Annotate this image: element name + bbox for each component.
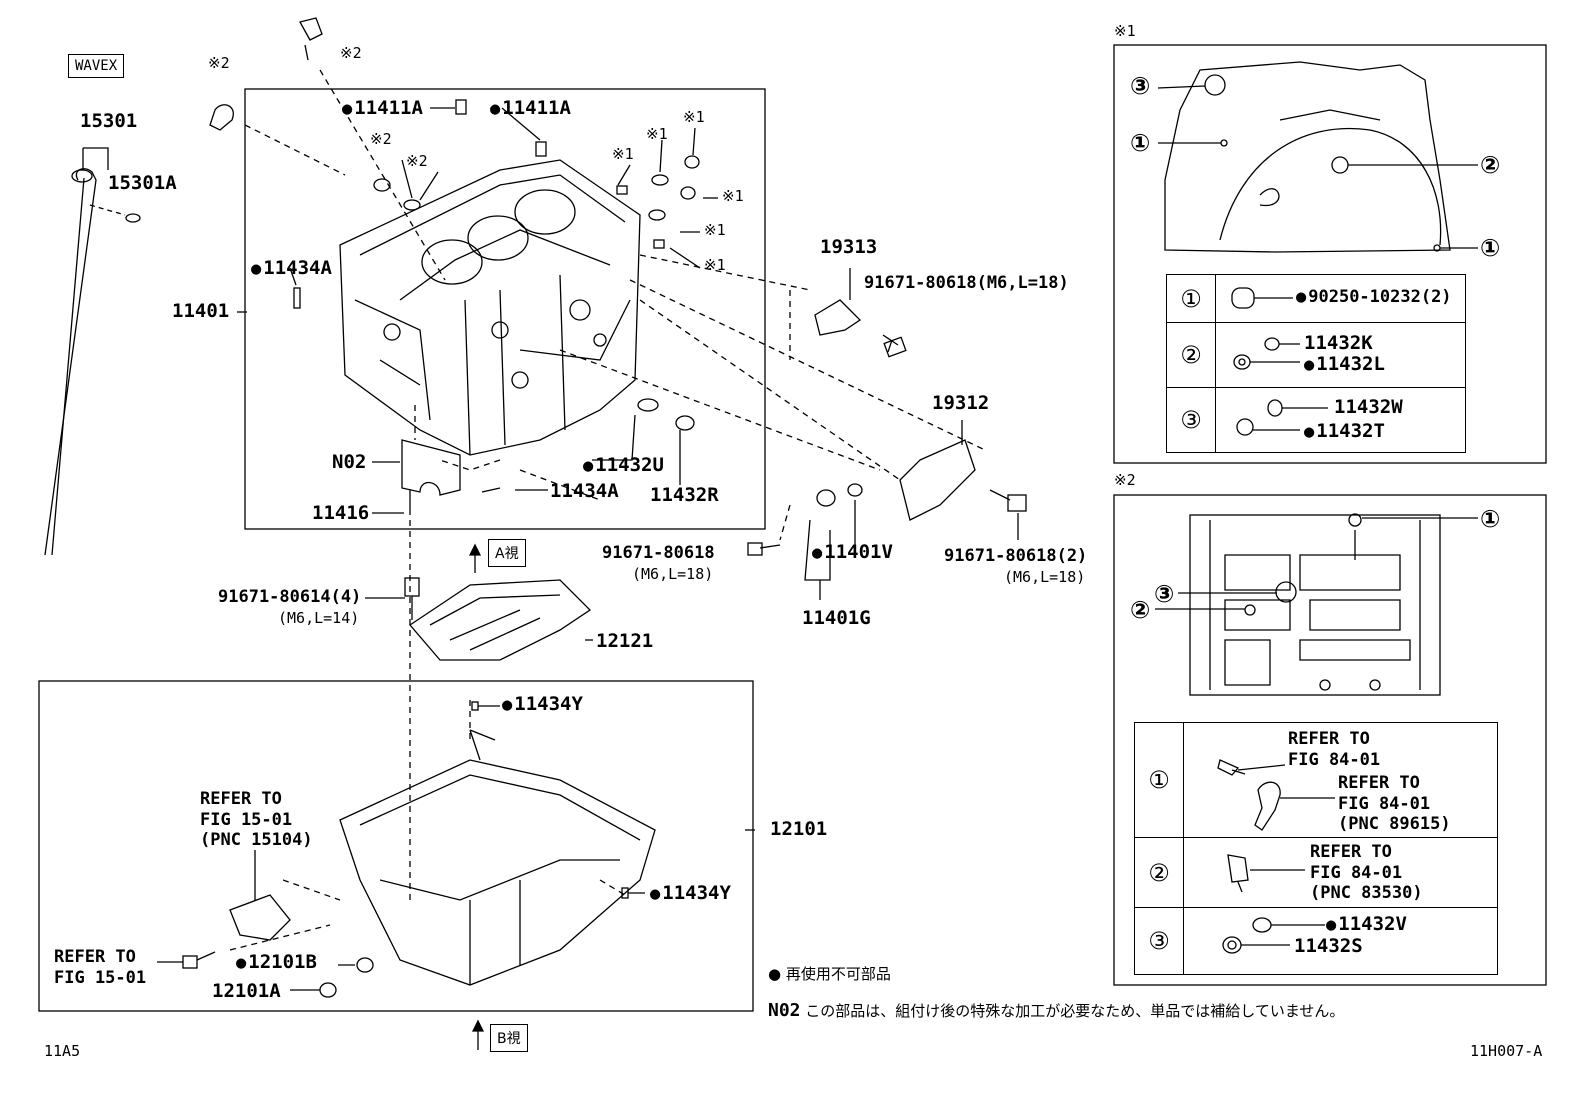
label-15301A[interactable]: 15301A — [108, 172, 177, 194]
cylinder-block-frame — [244, 88, 766, 530]
star2-marker-a: ※2 — [208, 54, 230, 72]
view-b-tag: B視 — [490, 1024, 528, 1052]
star1-marker-c: ※1 — [612, 145, 634, 163]
table2-row3-num: ③ — [1134, 907, 1184, 975]
label-91671-80614-sub: (M6,L=14) — [278, 609, 360, 627]
legend-dot-row: ● 再使用不可部品 — [768, 963, 891, 984]
label-11434A-2[interactable]: 11434A — [550, 480, 619, 502]
detail-frame-2 — [1113, 494, 1547, 986]
bracket-19312-shape — [899, 439, 976, 521]
legend-dot-text: 再使用不可部品 — [785, 965, 891, 983]
table2-row2-num: ② — [1134, 837, 1184, 908]
oil-pan-frame — [38, 680, 754, 1012]
label-11432U[interactable]: 11432U — [583, 456, 664, 475]
footer-left-code: 11A5 — [44, 1042, 81, 1060]
label-91671-80618-b[interactable]: 91671-80618 — [602, 543, 715, 563]
label-91671-80618-a[interactable]: 91671-80618(M6,L=18) — [864, 273, 1069, 293]
oil-pan-baffle-shape — [409, 579, 592, 661]
label-11432V[interactable]: 11432V — [1326, 915, 1407, 934]
star2-marker-d: ※2 — [406, 152, 428, 170]
label-91671-80618-b-sub: (M6,L=18) — [632, 565, 714, 583]
label-11411A-1[interactable]: 11411A — [342, 99, 423, 118]
label-11416[interactable]: 11416 — [312, 502, 370, 524]
star1-marker-e: ※1 — [704, 221, 726, 239]
refer-fig-84-01-a[interactable]: REFER TO FIG 84-01 — [1288, 729, 1381, 770]
detail1-callout-2: ② — [1480, 151, 1501, 179]
engine-face-shape-1 — [1164, 61, 1451, 253]
table2-row1-num: ① — [1134, 722, 1184, 838]
strainer-shape — [229, 894, 291, 941]
table1-row1-num: ① — [1166, 274, 1216, 323]
wavex-tag: WAVEX — [68, 54, 125, 78]
label-11432T[interactable]: 11432T — [1304, 422, 1385, 441]
label-91671-80618-c[interactable]: 91671-80618(2) — [944, 546, 1088, 566]
detail2-callout-3: ③ — [1154, 580, 1175, 608]
legend-dot-icon: ● — [768, 965, 782, 983]
detail1-callout-1: ① — [1130, 129, 1151, 157]
label-11401V[interactable]: 11401V — [812, 543, 893, 562]
label-12101B[interactable]: 12101B — [236, 953, 317, 972]
star2-marker-b: ※2 — [340, 44, 362, 62]
label-11401[interactable]: 11401 — [172, 300, 230, 322]
engine-bottom-shape-2 — [1189, 513, 1441, 696]
refer-fig-84-01-pnc-89615[interactable]: REFER TO FIG 84-01 (PNC 89615) — [1338, 773, 1451, 835]
label-15301[interactable]: 15301 — [80, 110, 138, 132]
label-11432L[interactable]: 11432L — [1304, 355, 1385, 374]
star2-marker-c: ※2 — [370, 130, 392, 148]
dipstick-shape — [44, 168, 97, 556]
label-11434Y-1[interactable]: 11434Y — [502, 695, 583, 714]
refer-fig-15-01-pnc[interactable]: REFER TO FIG 15-01 (PNC 15104) — [200, 789, 313, 851]
star1-marker-b: ※1 — [646, 125, 668, 143]
bracket-19313-shape — [814, 299, 862, 336]
note-star1-title: ※1 — [1114, 22, 1136, 40]
refer-fig-84-01-pnc-83530[interactable]: REFER TO FIG 84-01 (PNC 83530) — [1310, 842, 1423, 904]
label-19313[interactable]: 19313 — [820, 236, 878, 258]
legend-n02-row: N02 この部品は、組付け後の特殊な加工が必要なため、単品では補給していません。 — [768, 1000, 1344, 1021]
label-91671-80614[interactable]: 91671-80614(4) — [218, 587, 362, 607]
refer-fig-15-01[interactable]: REFER TO FIG 15-01 — [54, 947, 147, 988]
legend-n02-text: この部品は、組付け後の特殊な加工が必要なため、単品では補給していません。 — [805, 1002, 1345, 1020]
detail2-table: ① ② ③ — [1134, 722, 1498, 975]
label-11401G[interactable]: 11401G — [802, 607, 871, 629]
label-11432K[interactable]: 11432K — [1304, 332, 1373, 354]
label-12121[interactable]: 12121 — [596, 630, 654, 652]
label-12101[interactable]: 12101 — [770, 818, 828, 840]
star1-marker-a: ※1 — [683, 108, 705, 126]
footer-figure-code: 11H007-A — [1470, 1042, 1543, 1060]
table1-row3-num: ③ — [1166, 387, 1216, 453]
label-11434A-1[interactable]: 11434A — [251, 259, 332, 278]
detail2-callout-1: ① — [1480, 505, 1501, 533]
label-11434Y-2[interactable]: 11434Y — [650, 884, 731, 903]
detail1-callout-3: ③ — [1130, 72, 1151, 100]
label-11432W[interactable]: 11432W — [1334, 396, 1403, 418]
note-star2-title: ※2 — [1114, 471, 1136, 489]
legend-n02-code: N02 — [768, 1000, 801, 1021]
label-12101A[interactable]: 12101A — [212, 980, 281, 1002]
cylinder-block-shape — [339, 159, 641, 456]
star1-marker-d: ※1 — [722, 187, 744, 205]
label-N02[interactable]: N02 — [332, 451, 367, 473]
label-11432R[interactable]: 11432R — [650, 484, 719, 506]
label-90250-10232[interactable]: 90250-10232(2) — [1296, 289, 1451, 306]
label-19312[interactable]: 19312 — [932, 392, 990, 414]
detail1-callout-1b: ① — [1480, 234, 1501, 262]
bearing-cap-shape — [401, 439, 461, 496]
oil-pan-shape — [339, 759, 656, 986]
label-91671-80618-c-sub: (M6,L=18) — [1004, 568, 1086, 586]
label-11432S[interactable]: 11432S — [1294, 935, 1363, 957]
table1-row2-num: ② — [1166, 322, 1216, 388]
view-a-tag: A視 — [488, 539, 526, 567]
star1-marker-f: ※1 — [704, 256, 726, 274]
label-11411A-2[interactable]: 11411A — [490, 99, 571, 118]
detail2-callout-2: ② — [1130, 596, 1151, 624]
detail-frame-1 — [1113, 44, 1547, 464]
